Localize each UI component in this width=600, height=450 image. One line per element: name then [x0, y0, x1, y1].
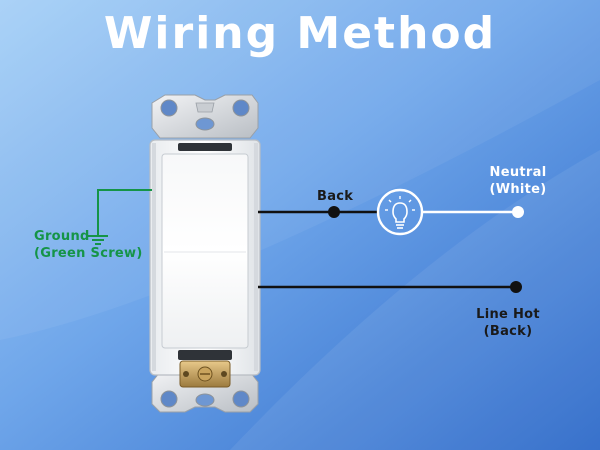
neutral-label: Neutral (White)	[478, 164, 558, 198]
mounting-hole	[160, 99, 178, 117]
page-title: Wiring Method	[103, 8, 497, 59]
neutral-label-line2: (White)	[489, 182, 547, 197]
rocker-paddle	[161, 153, 249, 349]
line-hot-end-dot	[510, 281, 522, 293]
ground-wire	[88, 189, 152, 245]
ground-label-line1: Ground	[34, 229, 90, 244]
ground-symbol-icon	[88, 235, 108, 245]
brass-terminal	[179, 360, 231, 388]
back-label: Back	[317, 189, 354, 204]
ground-wire-path	[97, 189, 152, 236]
ground-label-line2: (Green Screw)	[34, 246, 143, 261]
switch-bottom-slot	[178, 350, 232, 360]
line-hot-label-line1: Line Hot	[476, 307, 540, 322]
switch-side-edge	[254, 143, 258, 371]
mounting-hole	[232, 99, 250, 117]
line-hot-label-line2: (Back)	[483, 324, 533, 339]
mounting-slot	[195, 393, 215, 407]
mounting-hole	[232, 390, 250, 408]
line-hot-label: Line Hot (Back)	[466, 306, 550, 340]
back-junction-dot	[328, 206, 340, 218]
switch-top-slot	[178, 143, 232, 151]
switch-side-edge	[152, 143, 156, 371]
neutral-end-dot	[512, 206, 524, 218]
top-mounting-strap	[151, 94, 259, 139]
ground-label: Ground (Green Screw)	[34, 228, 143, 262]
mounting-hole	[160, 390, 178, 408]
neutral-label-line1: Neutral	[489, 165, 547, 180]
bottom-mounting-strap	[151, 371, 259, 413]
background-swoosh	[230, 150, 600, 450]
mounting-slot	[195, 117, 215, 131]
